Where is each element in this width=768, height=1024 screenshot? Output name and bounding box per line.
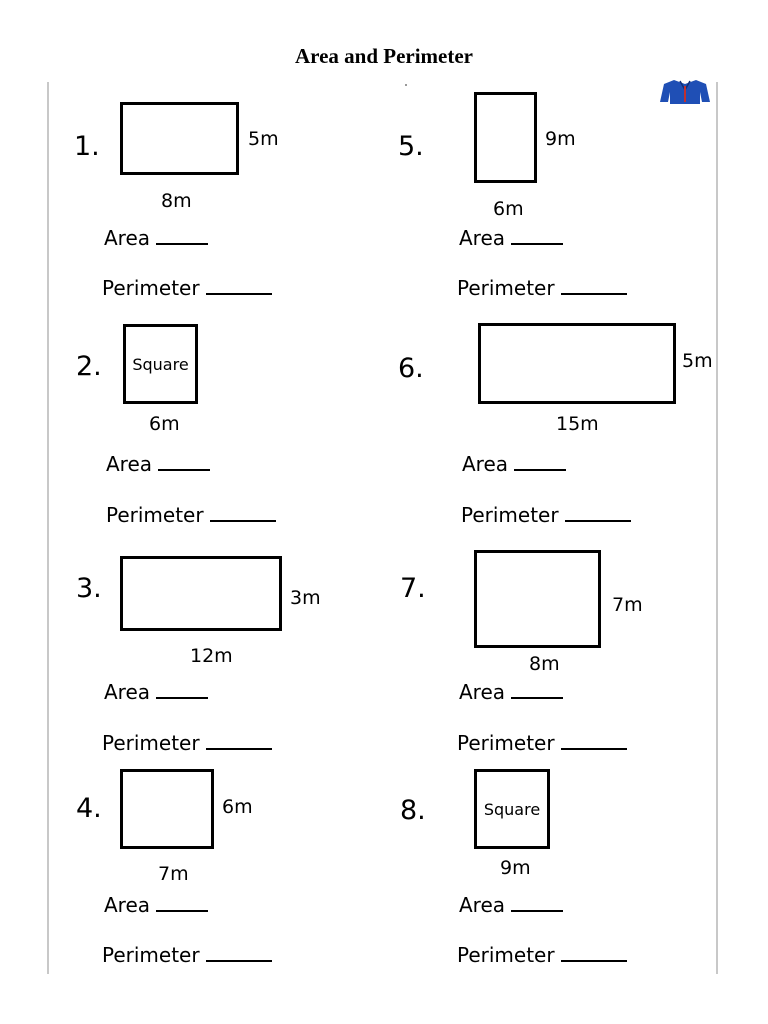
area-line: Area — [459, 226, 564, 250]
area-line: Area — [459, 893, 564, 917]
area-answer-blank[interactable] — [511, 695, 564, 699]
problem-number: 2. — [76, 351, 102, 382]
rectangle-shape — [478, 323, 676, 404]
scan-mark — [405, 84, 407, 86]
perimeter-answer-blank[interactable] — [560, 746, 627, 750]
area-line: Area — [104, 226, 209, 250]
problem-number: 8. — [400, 795, 426, 826]
perimeter-answer-blank[interactable] — [209, 518, 276, 522]
area-answer-blank[interactable] — [158, 467, 211, 471]
perimeter-answer-blank[interactable] — [560, 958, 627, 962]
area-line: Area — [459, 680, 564, 704]
right-margin-line — [716, 82, 718, 974]
height-label: 5m — [248, 128, 279, 150]
problem-number: 3. — [76, 573, 102, 604]
problem-number: 7. — [400, 573, 426, 604]
rectangle-shape — [474, 92, 537, 183]
left-margin-line — [47, 82, 49, 974]
area-answer-blank[interactable] — [511, 908, 564, 912]
width-label: 6m — [493, 198, 524, 220]
height-label: 6m — [222, 796, 253, 818]
width-label: 7m — [158, 863, 189, 885]
width-label: 15m — [556, 413, 599, 435]
area-label: Area — [459, 226, 506, 250]
page-title: Area and Perimeter — [294, 44, 474, 68]
area-label: Area — [104, 680, 151, 704]
perimeter-answer-blank[interactable] — [205, 746, 272, 750]
width-label: 6m — [149, 413, 180, 435]
area-line: Area — [106, 452, 211, 476]
area-answer-blank[interactable] — [514, 467, 567, 471]
rectangle-shape — [120, 769, 214, 849]
problem-number: 1. — [74, 131, 100, 162]
perimeter-answer-blank[interactable] — [560, 291, 627, 295]
area-line: Area — [462, 452, 567, 476]
perimeter-line: Perimeter — [457, 276, 627, 300]
area-label: Area — [459, 893, 506, 917]
perimeter-label: Perimeter — [461, 503, 559, 527]
area-line: Area — [104, 893, 209, 917]
perimeter-line: Perimeter — [102, 731, 272, 755]
width-label: 8m — [529, 653, 560, 675]
area-label: Area — [106, 452, 153, 476]
area-line: Area — [104, 680, 209, 704]
perimeter-line: Perimeter — [457, 731, 627, 755]
height-label: 3m — [290, 587, 321, 609]
problem-number: 6. — [398, 353, 424, 384]
perimeter-answer-blank[interactable] — [564, 518, 631, 522]
area-label: Area — [459, 680, 506, 704]
height-label: 7m — [612, 594, 643, 616]
shape-label: Square — [132, 354, 189, 374]
area-answer-blank[interactable] — [511, 241, 564, 245]
area-label: Area — [462, 452, 509, 476]
perimeter-line: Perimeter — [457, 943, 627, 967]
perimeter-answer-blank[interactable] — [205, 958, 272, 962]
shape-label: Square — [483, 799, 541, 819]
rectangle-shape — [120, 556, 282, 631]
problem-number: 4. — [76, 793, 102, 824]
width-label: 12m — [190, 645, 233, 667]
area-answer-blank[interactable] — [156, 241, 209, 245]
perimeter-answer-blank[interactable] — [205, 291, 272, 295]
square-shape: Square — [474, 769, 550, 849]
perimeter-label: Perimeter — [106, 503, 204, 527]
perimeter-label: Perimeter — [457, 731, 555, 755]
jacket-icon — [660, 80, 710, 104]
area-answer-blank[interactable] — [156, 695, 209, 699]
perimeter-label: Perimeter — [457, 276, 555, 300]
perimeter-label: Perimeter — [102, 943, 200, 967]
perimeter-label: Perimeter — [102, 276, 200, 300]
height-label: 9m — [545, 128, 576, 150]
perimeter-label: Perimeter — [457, 943, 555, 967]
square-shape: Square — [123, 324, 198, 404]
width-label: 8m — [161, 190, 192, 212]
problem-number: 5. — [398, 131, 424, 162]
rectangle-shape — [474, 550, 601, 648]
rectangle-shape — [120, 102, 239, 175]
perimeter-line: Perimeter — [461, 503, 631, 527]
area-label: Area — [104, 226, 151, 250]
width-label: 9m — [500, 857, 531, 879]
perimeter-line: Perimeter — [106, 503, 276, 527]
height-label: 5m — [682, 350, 713, 372]
area-answer-blank[interactable] — [156, 908, 209, 912]
perimeter-line: Perimeter — [102, 276, 272, 300]
area-label: Area — [104, 893, 151, 917]
perimeter-label: Perimeter — [102, 731, 200, 755]
perimeter-line: Perimeter — [102, 943, 272, 967]
